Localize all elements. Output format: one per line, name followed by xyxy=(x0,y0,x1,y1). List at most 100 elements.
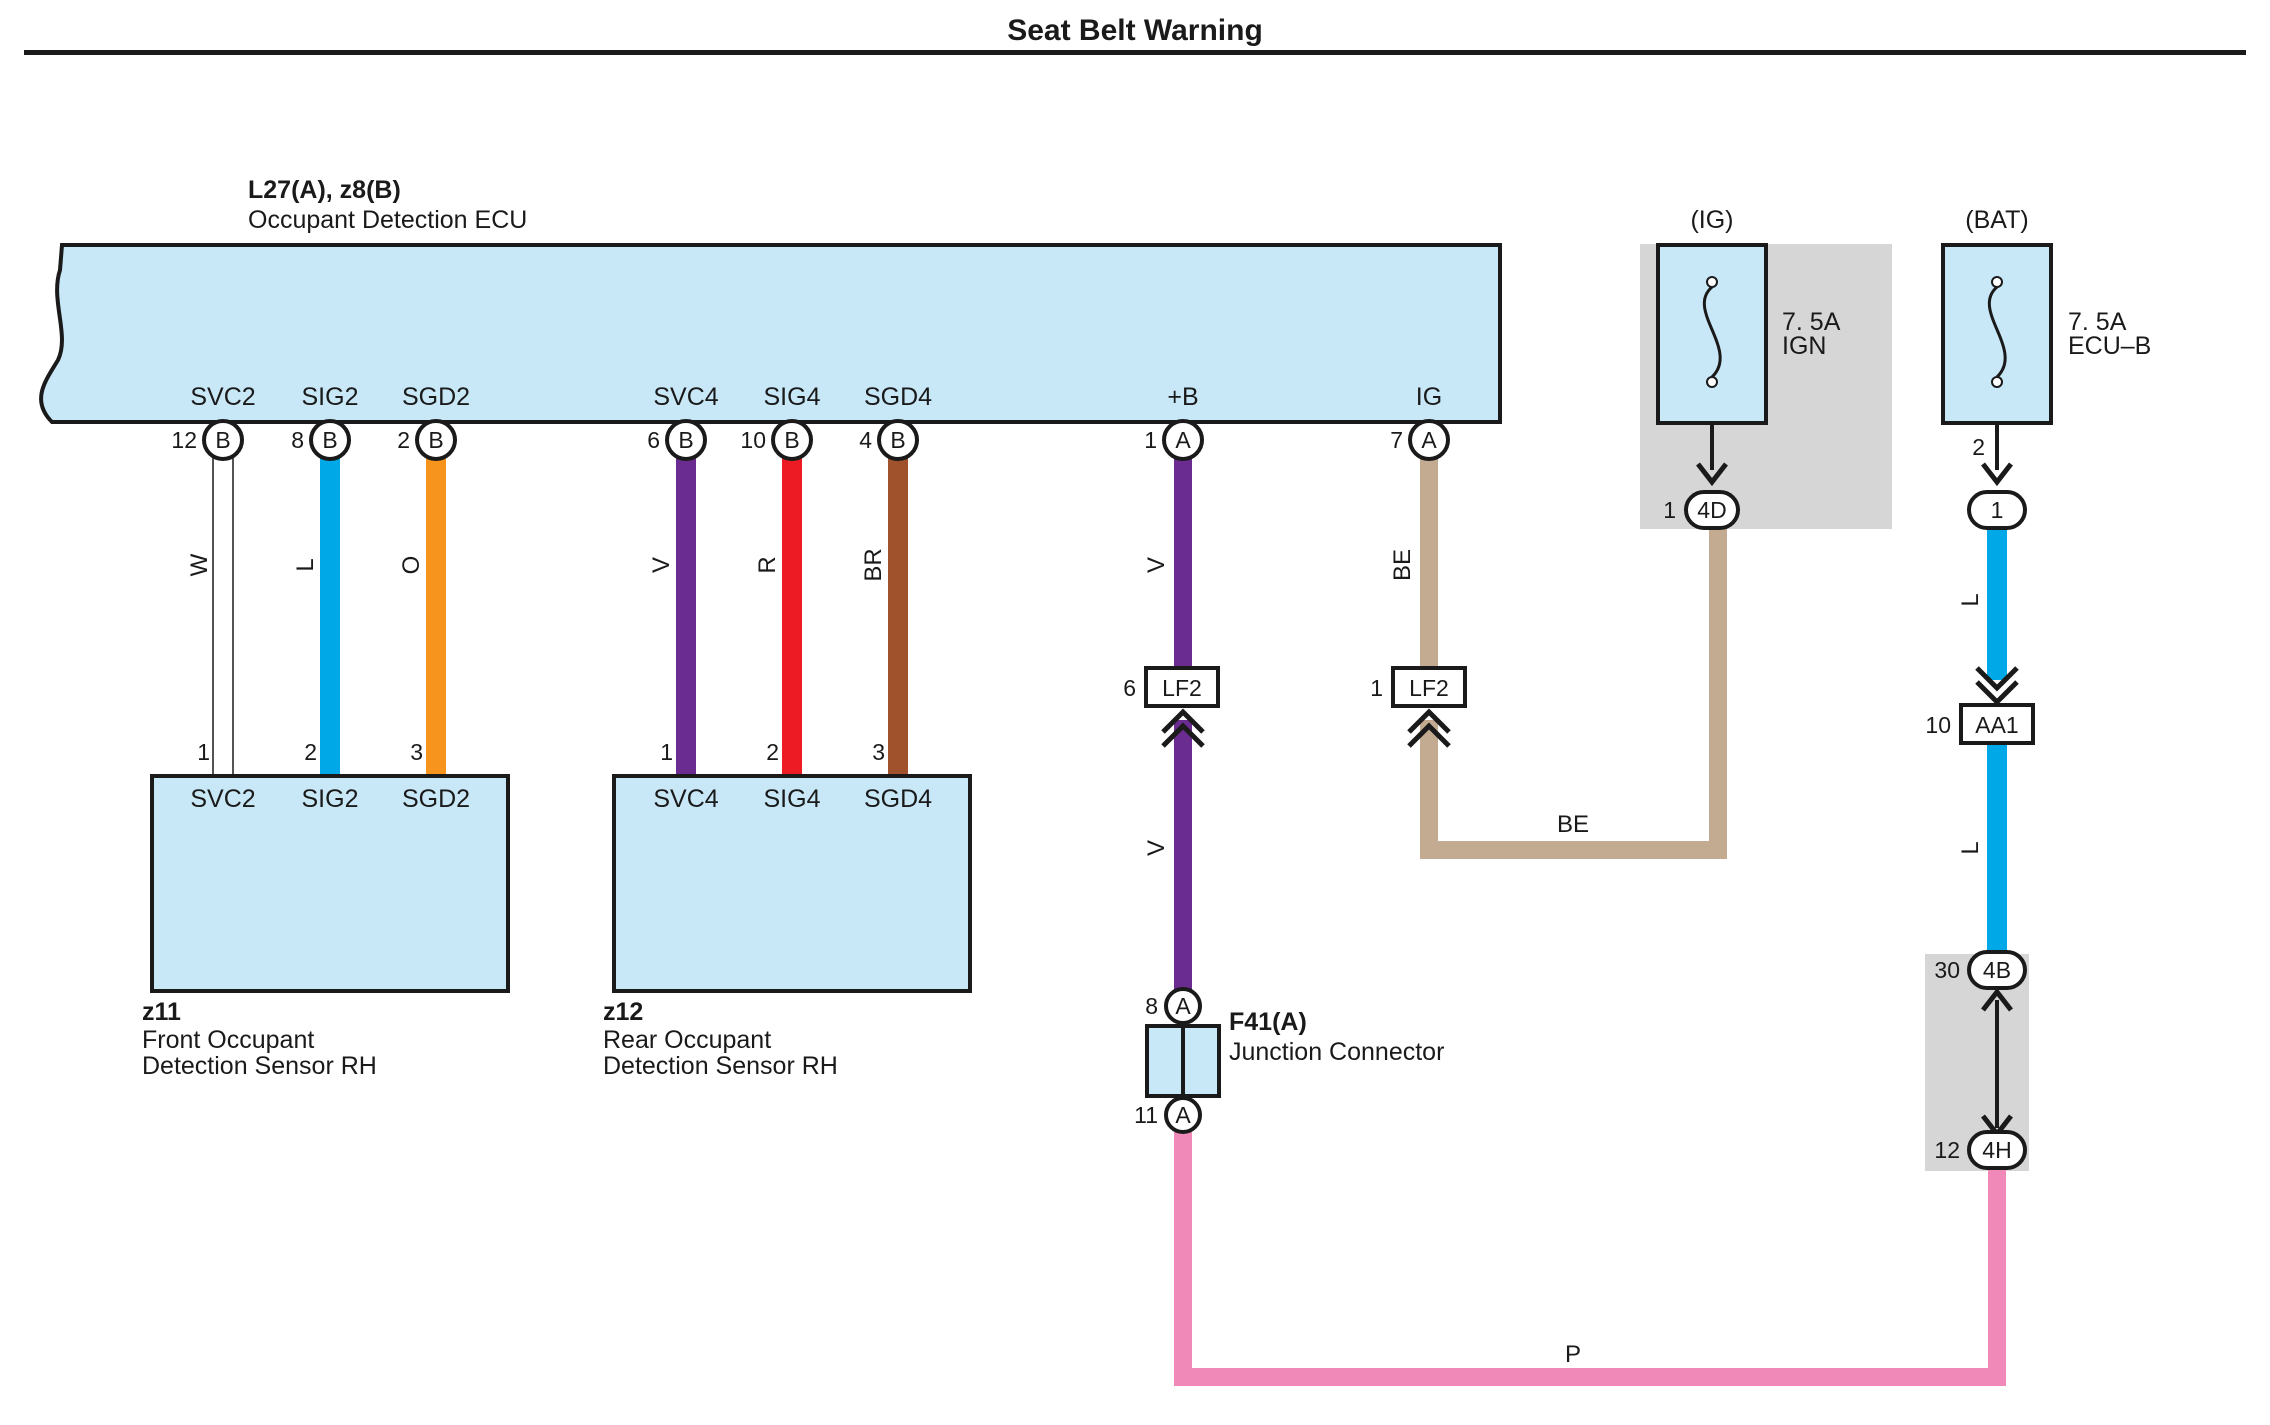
wire-label-w: W xyxy=(186,553,213,576)
wire-label-l-lower: L xyxy=(1957,841,1984,854)
svg-text:10: 10 xyxy=(1925,712,1951,738)
svg-text:LF2: LF2 xyxy=(1162,675,1202,701)
sensor-rear-term-sig4: SIG4 xyxy=(764,785,821,813)
wire-label-be-horizontal: BE xyxy=(1557,811,1589,838)
ecu-term-svc2: SVC2 xyxy=(190,383,255,411)
fuse-bat-body xyxy=(1941,243,2053,425)
sensor-rear-term-svc4: SVC4 xyxy=(653,785,718,813)
sensor-rear-pin-3: 3 xyxy=(872,739,885,765)
wire-w xyxy=(212,455,234,780)
wire-label-v-plusb: V xyxy=(1143,557,1170,573)
ecu-term-plusb: +B xyxy=(1167,383,1198,411)
svg-text:A: A xyxy=(1175,427,1191,453)
sensor-rear-code: z12 xyxy=(603,998,643,1026)
svg-text:1: 1 xyxy=(1663,497,1676,523)
svg-text:7: 7 xyxy=(1390,427,1403,453)
ecu-pin-2b: B 2 xyxy=(397,419,457,461)
sensor-rear-pin-2: 2 xyxy=(766,739,779,765)
sensor-rear-term-sgd4: SGD4 xyxy=(864,785,932,813)
fuse-bat-symbol xyxy=(1988,276,2007,388)
sensor-front-term-sig2: SIG2 xyxy=(302,785,359,813)
svg-text:B: B xyxy=(678,427,693,453)
ecu-name: Occupant Detection ECU xyxy=(248,206,527,234)
fuse-ig-group: (IG) xyxy=(1690,206,1733,234)
wire-label-br: BR xyxy=(860,548,887,581)
sensor-front-pin-2: 2 xyxy=(304,739,317,765)
svg-text:12: 12 xyxy=(171,427,197,453)
svg-text:11: 11 xyxy=(1134,1102,1158,1128)
ecu-term-ig: IG xyxy=(1416,383,1442,411)
svg-text:A: A xyxy=(1421,427,1437,453)
svg-text:4B: 4B xyxy=(1983,957,2011,983)
svg-text:B: B xyxy=(215,427,230,453)
svg-text:1: 1 xyxy=(1991,497,2004,523)
fuse-ig-name: IGN xyxy=(1782,332,1826,360)
junction-connector: A 8 A 11 xyxy=(1134,987,1221,1134)
ecu-term-sig4: SIG4 xyxy=(764,383,821,411)
title-rule xyxy=(24,50,2246,55)
ecu-term-sig2: SIG2 xyxy=(302,383,359,411)
fuse-bat-name: ECU–B xyxy=(2068,332,2151,360)
wire-p-loop xyxy=(1174,1132,2006,1386)
wire-label-r: R xyxy=(754,556,781,573)
ecu-term-sgd4: SGD4 xyxy=(864,383,932,411)
svg-text:8: 8 xyxy=(1145,993,1158,1019)
junction-name: Junction Connector xyxy=(1229,1038,1444,1066)
ecu-pin-8b: B 8 xyxy=(291,419,351,461)
diagram-title: Seat Belt Warning xyxy=(1007,14,1263,47)
svg-text:10: 10 xyxy=(740,427,766,453)
fuse-ig-arrow xyxy=(1696,462,1728,487)
svg-text:8: 8 xyxy=(291,427,304,453)
fuse-bat-rating: 7. 5A xyxy=(2068,308,2127,336)
ecu-term-sgd2: SGD2 xyxy=(402,383,470,411)
svg-text:1: 1 xyxy=(1370,675,1383,701)
svg-text:6: 6 xyxy=(1123,675,1136,701)
fuse-ig-symbol xyxy=(1703,276,1722,388)
svg-text:B: B xyxy=(890,427,905,453)
wire-label-v: V xyxy=(648,557,675,573)
wire-label-l-upper: L xyxy=(1957,593,1984,606)
svg-text:4D: 4D xyxy=(1697,497,1726,523)
ecu-pin-10b: B 10 xyxy=(740,419,813,461)
conn-1: 1 xyxy=(1967,490,2027,530)
ecu-pin-4b: B 4 xyxy=(859,419,919,461)
svg-text:B: B xyxy=(322,427,337,453)
fuse-bat-arrow xyxy=(1981,462,2013,487)
wire-label-o: O xyxy=(398,556,425,575)
conn-4b-arrow xyxy=(1981,987,2013,1012)
fuse-ig-body xyxy=(1656,243,1768,425)
ecu-body xyxy=(39,243,1502,424)
sensor-rear-name-1: Rear Occupant xyxy=(603,1026,771,1054)
lf2-left-connector: LF2 6 xyxy=(1123,666,1220,748)
sensor-front-pin-1: 1 xyxy=(197,739,210,765)
ecu-term-svc4: SVC4 xyxy=(653,383,718,411)
wire-label-p: P xyxy=(1565,1341,1581,1368)
conn-4b: 4B 30 xyxy=(1934,950,2027,990)
sensor-front-pin-3: 3 xyxy=(410,739,423,765)
svg-text:2: 2 xyxy=(397,427,410,453)
wire-label-v-lower: V xyxy=(1143,840,1170,856)
svg-text:12: 12 xyxy=(1934,1137,1960,1163)
wire-label-be-ig: BE xyxy=(1389,549,1416,581)
ecu-pin-12b: B 12 xyxy=(171,419,244,461)
svg-text:30: 30 xyxy=(1934,957,1960,983)
fuse-ig-rating: 7. 5A xyxy=(1782,308,1841,336)
ecu-pin-1a: A 1 xyxy=(1144,419,1204,461)
wire-label-l: L xyxy=(292,558,319,571)
svg-text:AA1: AA1 xyxy=(1975,712,2018,738)
svg-text:A: A xyxy=(1175,993,1191,1019)
wire-be-loop xyxy=(1420,528,1727,859)
svg-text:B: B xyxy=(428,427,443,453)
sensor-front-term-svc2: SVC2 xyxy=(190,785,255,813)
svg-text:4H: 4H xyxy=(1982,1137,2011,1163)
conn-4h: 4H 12 xyxy=(1934,1130,2027,1170)
sensor-front-body xyxy=(150,774,510,993)
sensor-front-code: z11 xyxy=(142,998,181,1026)
junction-code: F41(A) xyxy=(1229,1008,1307,1036)
fuse-bat-pin: 2 xyxy=(1972,434,1985,460)
fuse-bat-group: (BAT) xyxy=(1965,206,2028,234)
sensor-front-term-sgd2: SGD2 xyxy=(402,785,470,813)
svg-text:4: 4 xyxy=(859,427,872,453)
sensor-front-name-2: Detection Sensor RH xyxy=(142,1052,377,1080)
sensor-rear-name-2: Detection Sensor RH xyxy=(603,1052,838,1080)
